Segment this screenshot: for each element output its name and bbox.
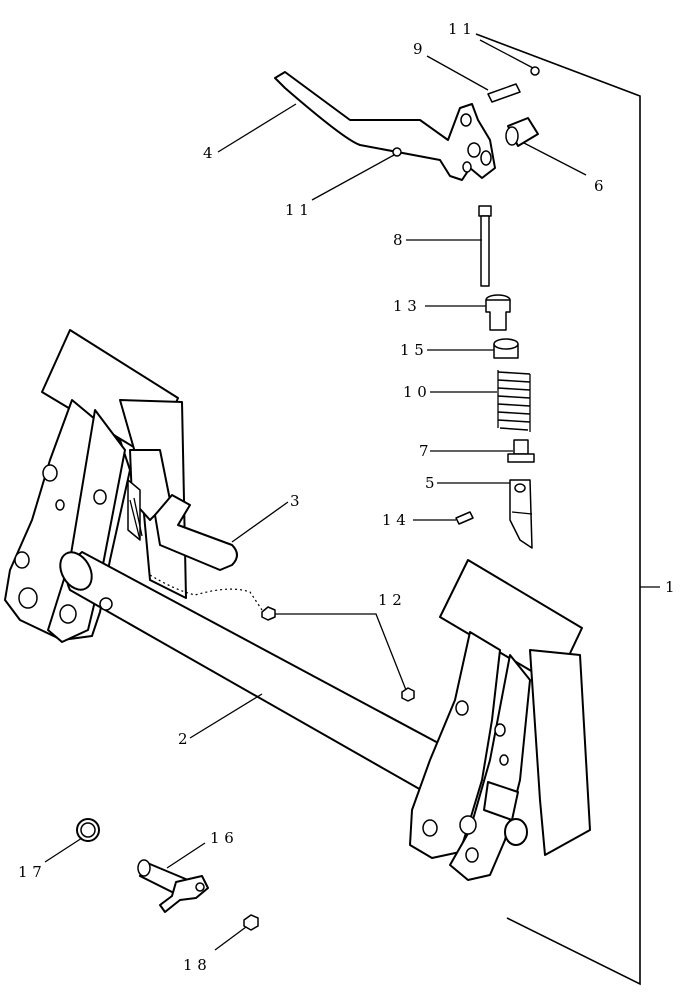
pin-part-9: [487, 83, 521, 103]
bushing-part-13: [485, 294, 511, 331]
spring-part-10: [497, 370, 531, 432]
collar-part-7: [507, 439, 535, 463]
callout-9: 9: [413, 40, 423, 58]
sleeve-part-6: [505, 117, 539, 147]
callout-4: 4: [203, 144, 213, 162]
callout-14: 1 4: [382, 511, 406, 529]
callout-3: 3: [290, 492, 300, 510]
cross-tube-part-2: [59, 551, 456, 796]
assembly-bracket: [475, 33, 660, 986]
nut-part-18: [243, 914, 259, 931]
latch-linkage: [127, 449, 171, 541]
callout-18: 1 8: [183, 956, 207, 974]
right-side-plate: [409, 559, 591, 881]
ring-part-11-bottom: [392, 147, 402, 157]
callout-17: 1 7: [18, 863, 42, 881]
callout-15: 1 5: [400, 341, 424, 359]
callout-12: 1 2: [378, 591, 402, 609]
nut-path-indicator: [149, 574, 263, 611]
callout-6: 6: [594, 177, 604, 195]
callout-13: 1 3: [393, 297, 417, 315]
callout-2: 2: [178, 730, 188, 748]
ring-part-11-top: [530, 66, 540, 76]
callout-5: 5: [425, 474, 435, 492]
callout-10: 1 0: [403, 383, 427, 401]
pin-part-16: [137, 859, 209, 913]
callout-7: 7: [419, 442, 429, 460]
nut-part-12-lower: [401, 687, 415, 702]
leader-lines: [44, 39, 587, 951]
snap-ring-part-17: [76, 818, 100, 842]
spacer-part-15: [493, 338, 519, 359]
lever-part-4: [274, 71, 496, 181]
bolt-part-8: [478, 205, 492, 287]
callout-1: 1: [665, 578, 675, 596]
handle-part-3: [154, 494, 238, 571]
callout-11-bottom: 1 1: [285, 201, 309, 219]
nut-part-12-upper: [261, 606, 276, 621]
roll-pin-part-14: [455, 511, 474, 525]
callout-8: 8: [393, 231, 403, 249]
plunger-part-5: [509, 479, 533, 549]
callout-11-top: 1 1: [448, 20, 472, 38]
callout-16: 1 6: [210, 829, 234, 847]
